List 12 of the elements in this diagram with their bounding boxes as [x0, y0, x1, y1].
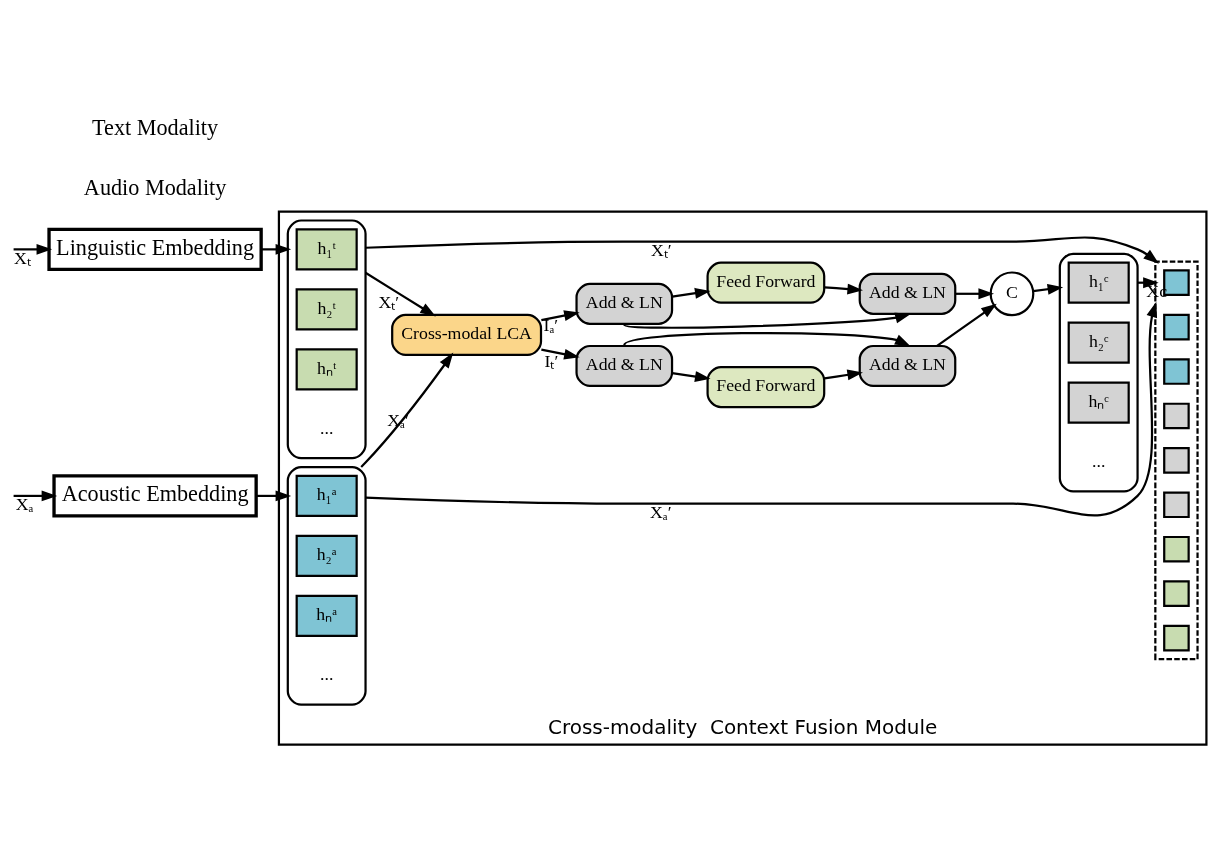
- label: ...: [320, 664, 334, 685]
- label: ...: [1092, 450, 1106, 471]
- edge-label: Xₜ′: [378, 292, 400, 313]
- edge-label: Xₜ′: [651, 239, 672, 260]
- label: Audio Modality: [83, 174, 227, 200]
- edge-label: Xₜ: [14, 247, 31, 268]
- edge-label: Xₐ′: [650, 501, 672, 522]
- label: Text Modality: [92, 114, 219, 140]
- edge-label: Iₐ′: [543, 314, 559, 335]
- label: ...: [320, 417, 334, 438]
- edge-label: Xₐ: [15, 494, 34, 515]
- edge-label: Iₜ′: [544, 351, 559, 372]
